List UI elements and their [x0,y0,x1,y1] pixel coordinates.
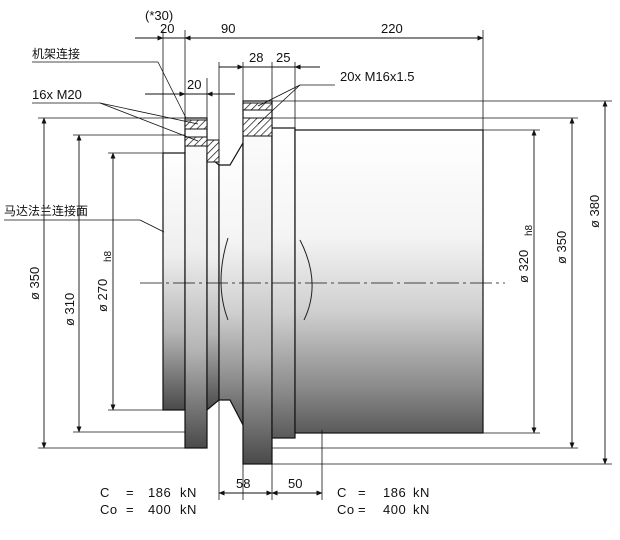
main-cylinder [294,129,484,434]
dia-310: ø 310 [62,293,77,326]
label-bolts-right: 20x M16x1.5 [340,69,414,84]
dim-20-top: 20 [160,21,174,36]
load-left-c-value: 186 [148,485,171,500]
load-right-co-value: 400 [383,502,406,517]
load-right-c-value: 186 [383,485,406,500]
load-right-c-label: C [337,485,347,500]
load-ratings-left: C = 186 kN Co = 400 kN [100,485,197,517]
bolt-hole-right-lower [242,117,273,137]
dia-270-tol: h8 [103,250,114,262]
bottom-dimension-texts: 58 50 [236,476,302,491]
dim-90: 90 [221,21,235,36]
load-left-co-value: 400 [148,502,171,517]
load-left-c-eq: = [126,485,134,500]
motor-flange [162,152,186,411]
drive-body [140,100,505,465]
load-ratings-right: C = 186 kN Co = 400 kN [337,485,430,517]
load-right-c-unit: kN [413,485,430,500]
waist [218,140,244,426]
dim-star30: (*30) [145,8,173,23]
load-left-c-unit: kN [180,485,197,500]
bolt-hole-left-upper [184,119,208,130]
load-right-co-eq: = [358,502,366,517]
load-left-co-label: Co [100,502,118,517]
dim-220: 220 [381,21,403,36]
label-motor-flange-face: 马达法兰连接面 [4,203,88,218]
extension-lines [38,30,612,500]
diameter-dimension-lines [41,100,608,465]
dim-25: 25 [276,50,290,65]
dia-320-tol: h8 [524,224,535,236]
bolt-hole-left-lower [184,136,208,147]
leader-lines [4,61,335,233]
label-frame-connection: 机架连接 [32,46,80,61]
top-dimension-texts: (*30) 20 90 220 20 28 25 [145,8,403,92]
top-dimension-lines [135,35,484,97]
dim-28: 28 [249,50,263,65]
label-bolts-left: 16x M20 [32,87,82,102]
dia-350-right: ø 350 [554,231,569,264]
dia-320: ø 320 [516,250,531,283]
dim-58: 58 [236,476,250,491]
load-right-co-label: Co [337,502,355,517]
dia-380: ø 380 [587,195,602,228]
diameter-texts: ø 350 ø 310 ø 270 h8 ø 320 h8 ø 350 ø 38… [27,195,602,326]
dia-350-left: ø 350 [27,267,42,300]
dia-270: ø 270 [95,279,110,312]
load-right-c-eq: = [358,485,366,500]
load-left-c-label: C [100,485,110,500]
dim-50: 50 [288,476,302,491]
load-left-co-unit: kN [180,502,197,517]
load-right-co-unit: kN [413,502,430,517]
mounting-flange [242,100,273,465]
bolt-hole-left-neck [206,139,220,163]
flange-neck [206,153,220,412]
annotation-labels: 机架连接 16x M20 20x M16x1.5 马达法兰连接面 [4,46,414,218]
dim-20-second: 20 [187,77,201,92]
bearing-curve-right [299,239,313,321]
bearing-curve-left [220,237,229,321]
bolt-hole-right-upper [242,102,273,111]
load-left-co-eq: = [126,502,134,517]
